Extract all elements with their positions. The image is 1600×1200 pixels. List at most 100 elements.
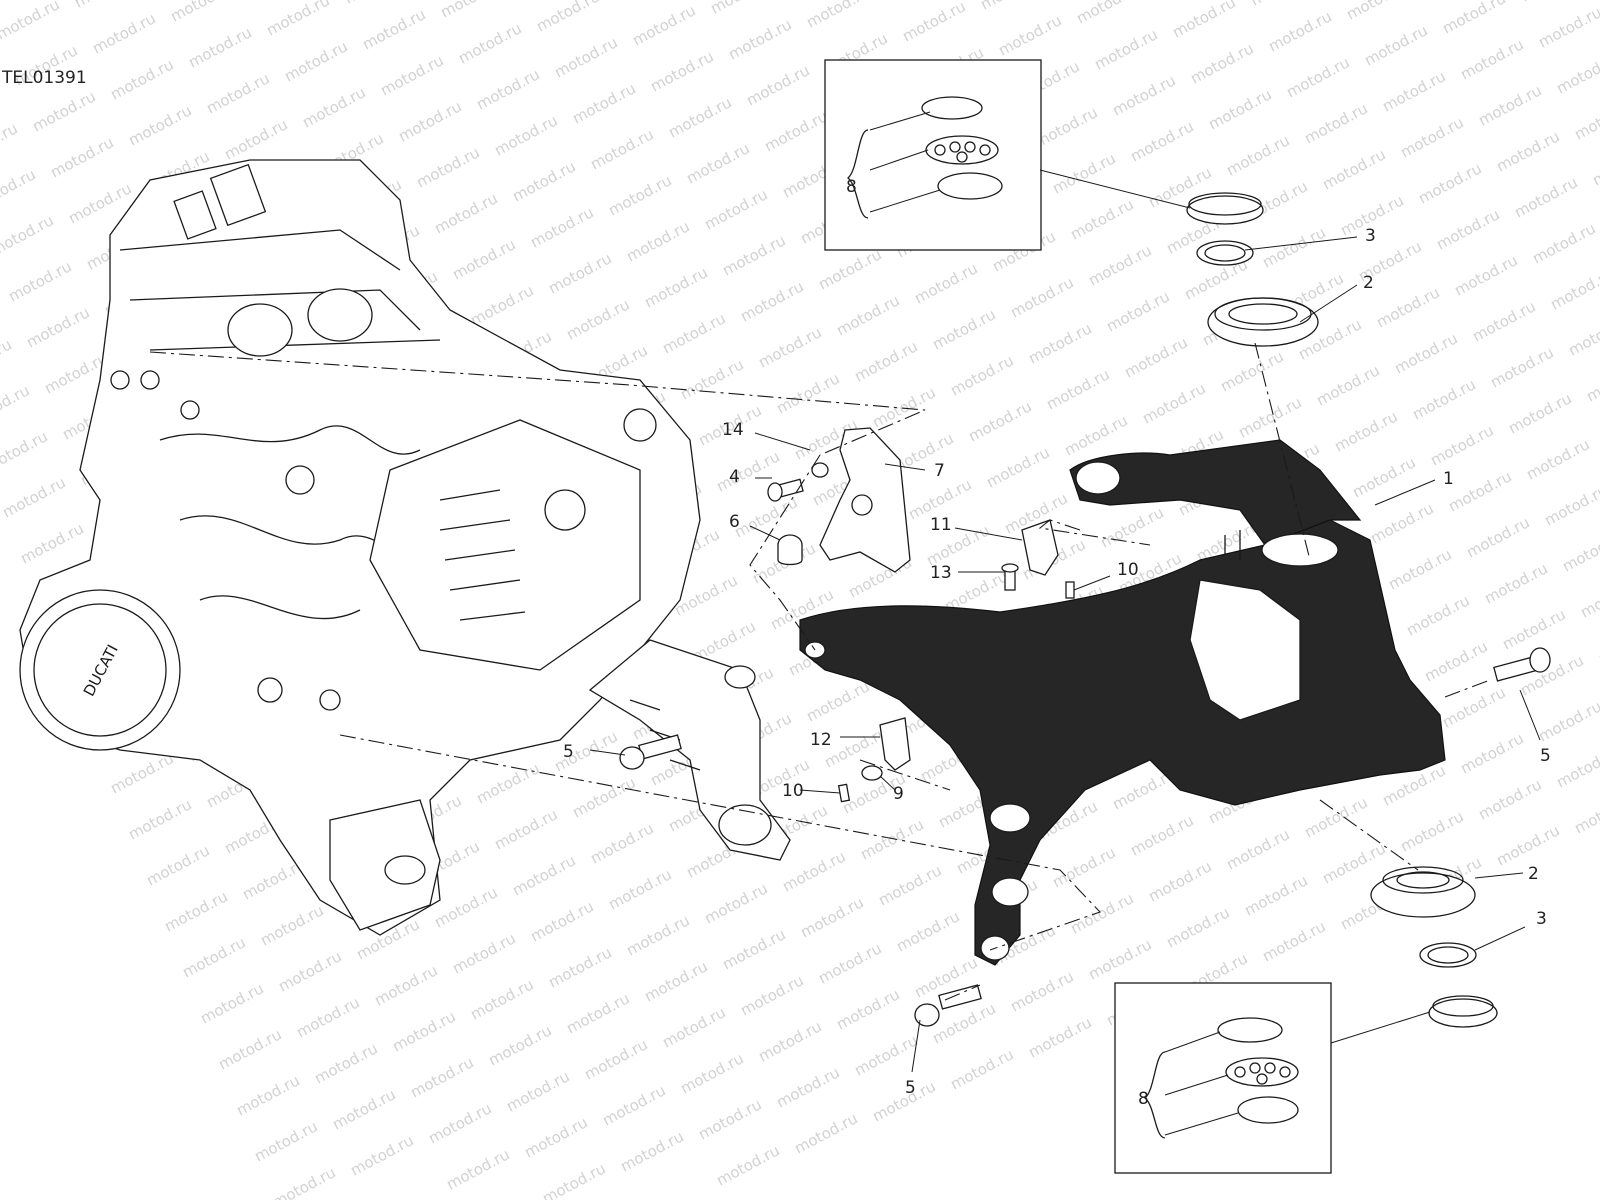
callout-12: 12 — [810, 730, 832, 750]
watermark-text: motod.ru — [1145, 857, 1214, 905]
watermark-text: motod.ru — [1523, 435, 1592, 483]
watermark-text: motod.ru — [269, 1163, 338, 1200]
watermark-text: motod.ru — [197, 979, 266, 1027]
watermark-text: motod.ru — [743, 61, 812, 109]
watermark-text: motod.ru — [755, 1017, 824, 1065]
callout-10-top: 10 — [1117, 560, 1139, 580]
watermark-text: motod.ru — [947, 1045, 1016, 1093]
callout-6: 6 — [729, 512, 740, 532]
watermark-text: motod.ru — [1397, 807, 1466, 855]
watermark-text: motod.ru — [1571, 789, 1600, 837]
dust-seal-part-3-top — [1196, 240, 1254, 266]
watermark-text: motod.ru — [0, 473, 69, 521]
watermark-text: motod.ru — [995, 11, 1064, 59]
watermark-text: motod.ru — [791, 1109, 860, 1157]
watermark-text: motod.ru — [893, 907, 962, 955]
watermark-text: motod.ru — [359, 5, 428, 53]
watermark-text: motod.ru — [737, 277, 806, 325]
watermark-text: motod.ru — [605, 865, 674, 913]
watermark-text: motod.ru — [251, 1117, 320, 1165]
watermark-text: motod.ru — [1007, 273, 1076, 321]
watermark-text: motod.ru — [1007, 967, 1076, 1015]
callout-4: 4 — [729, 467, 740, 487]
watermark-text: motod.ru — [1061, 411, 1130, 459]
watermark-text: motod.ru — [1073, 0, 1142, 28]
watermark-text: motod.ru — [71, 0, 140, 12]
watermark-text: motod.ru — [1577, 573, 1600, 621]
watermark-text: motod.ru — [1217, 347, 1286, 395]
callout-7: 7 — [934, 461, 945, 481]
watermark-text: motod.ru — [0, 427, 51, 475]
watermark-text: motod.ru — [659, 1003, 728, 1051]
watermark-text: motod.ru — [869, 383, 938, 431]
watermark-text: motod.ru — [1049, 843, 1118, 891]
watermark-text: motod.ru — [1169, 0, 1238, 42]
watermark-text: motod.ru — [623, 911, 692, 959]
watermark-text: motod.ru — [1595, 619, 1600, 667]
engine-illustration: DUCATI — [19, 159, 701, 936]
watermark-text: motod.ru — [587, 125, 656, 173]
watermark-text: motod.ru — [371, 961, 440, 1009]
watermark-text: motod.ru — [527, 897, 596, 945]
watermark-text: motod.ru — [1391, 329, 1460, 377]
watermark-text: motod.ru — [0, 211, 57, 259]
watermark-text: motod.ru — [1373, 283, 1442, 331]
watermark-text: motod.ru — [503, 1067, 572, 1115]
watermark-text: motod.ru — [551, 33, 620, 81]
watermark-text: motod.ru — [467, 975, 536, 1023]
watermark-text: motod.ru — [851, 337, 920, 385]
watermark-text: motod.ru — [389, 1007, 458, 1055]
watermark-text: motod.ru — [491, 111, 560, 159]
watermark-text: motod.ru — [263, 0, 332, 40]
watermark-text: motod.ru — [221, 115, 290, 163]
bearing-top-assembly-part-8 — [1186, 192, 1264, 225]
watermark-text: motod.ru — [179, 933, 248, 981]
watermark-text: motod.ru — [965, 397, 1034, 445]
callout-5-left: 5 — [563, 742, 574, 762]
watermark-text: motod.ru — [437, 0, 506, 22]
watermark-text: motod.ru — [1265, 7, 1334, 55]
watermark-text: motod.ru — [911, 259, 980, 307]
watermark-text: motod.ru — [1031, 103, 1100, 151]
watermark-text: motod.ru — [395, 97, 464, 145]
screw-part-4 — [767, 478, 804, 502]
watermark-text: motod.ru — [563, 989, 632, 1037]
watermark-text: motod.ru — [431, 883, 500, 931]
watermark-text: motod.ru — [1085, 935, 1154, 983]
watermark-text: motod.ru — [623, 217, 692, 265]
watermark-text: motod.ru — [1127, 811, 1196, 859]
watermark-text: motod.ru — [257, 901, 326, 949]
watermark-text: motod.ru — [857, 815, 926, 863]
watermark-text: motod.ru — [467, 281, 536, 329]
plate-part-12 — [879, 717, 911, 771]
watermark-text: motod.ru — [1409, 375, 1478, 423]
watermark-text: motod.ru — [1493, 821, 1562, 869]
spacer-part-9 — [861, 765, 883, 781]
watermark-text: motod.ru — [641, 957, 710, 1005]
watermark-text: motod.ru — [539, 1159, 608, 1200]
watermark-text: motod.ru — [1571, 95, 1600, 143]
watermark-text: motod.ru — [449, 929, 518, 977]
watermark-text: motod.ru — [899, 0, 968, 46]
watermark-text: motod.ru — [815, 245, 884, 293]
watermark-text: motod.ru — [1301, 99, 1370, 147]
engine-mount-bracket — [588, 639, 791, 861]
watermark-text: motod.ru — [1103, 287, 1172, 335]
watermark-text: motod.ru — [47, 133, 116, 181]
watermark-text: motod.ru — [29, 87, 98, 135]
watermark-text: motod.ru — [1319, 145, 1388, 193]
watermark-text: motod.ru — [107, 749, 176, 797]
watermark-text: motod.ru — [233, 1071, 302, 1119]
watermark-text: motod.ru — [107, 55, 176, 103]
callout-labels: 1 2 3 2 3 4 5 5 5 6 7 8 8 9 10 10 11 12 … — [563, 177, 1551, 1109]
callout-14: 14 — [722, 420, 744, 440]
watermark-text: motod.ru — [281, 37, 350, 85]
watermark-text: motod.ru — [779, 847, 848, 895]
watermark-text: motod.ru — [23, 303, 92, 351]
watermark-text: motod.ru — [443, 1145, 512, 1193]
watermark-text: motod.ru — [755, 323, 824, 371]
watermark-text: motod.ru — [1319, 839, 1388, 887]
watermark-text: motod.ru — [1283, 53, 1352, 101]
watermark-text: motod.ru — [701, 879, 770, 927]
screw-part-13 — [1001, 563, 1019, 591]
